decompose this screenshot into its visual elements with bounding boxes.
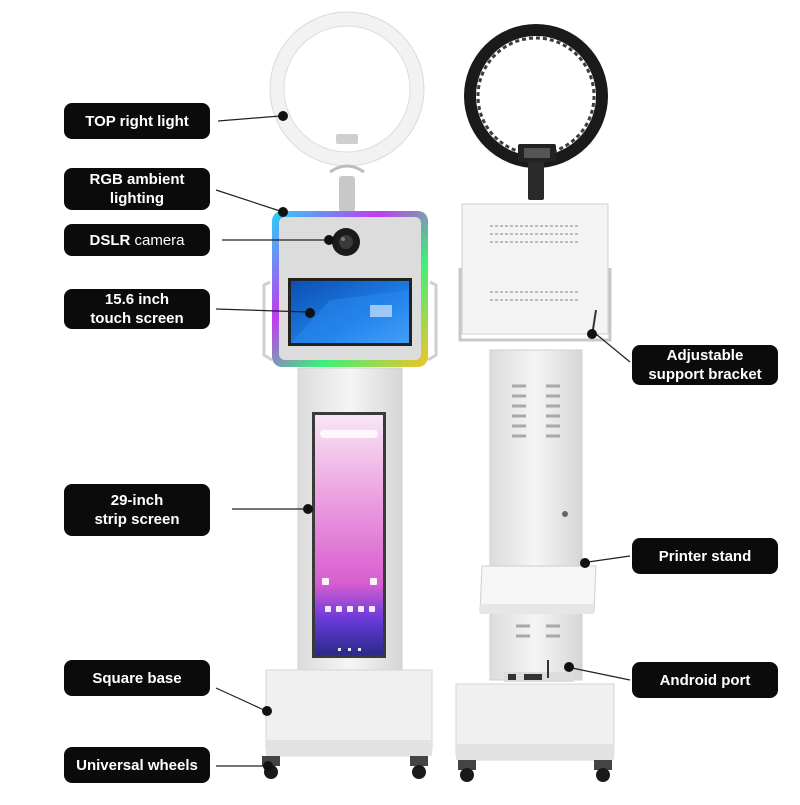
label-square-base: Square base xyxy=(64,660,210,696)
front-kiosk xyxy=(262,11,438,779)
ring-mount-bracket xyxy=(339,176,355,212)
back-kiosk xyxy=(455,24,615,782)
back-ring-light xyxy=(464,24,608,168)
front-ring-light xyxy=(270,12,424,166)
adjustable-support-bracket xyxy=(458,268,612,342)
back-wheels xyxy=(458,760,612,782)
label-touch-screen: 15.6 inch touch screen xyxy=(64,289,210,329)
back-column xyxy=(489,349,583,681)
label-universal-wheels: Universal wheels xyxy=(64,747,210,783)
label-top-right-light: TOP right light xyxy=(64,103,210,139)
label-printer-stand: Printer stand xyxy=(632,538,778,574)
label-android-port: Android port xyxy=(632,662,778,698)
front-wheels xyxy=(262,756,428,779)
back-head-panel xyxy=(461,203,609,335)
callout-lines xyxy=(215,115,631,767)
android-port-panel xyxy=(524,674,542,680)
label-adjustable-support-bracket: Adjustable support bracket xyxy=(632,345,778,385)
callout-dots xyxy=(262,111,597,771)
label-dslr-camera: DSLR camera xyxy=(64,224,210,256)
label-rgb-ambient-lighting: RGB ambient lighting xyxy=(64,168,210,210)
label-strip-screen: 29-inch strip screen xyxy=(64,484,210,536)
strip-screen-display xyxy=(315,415,383,655)
